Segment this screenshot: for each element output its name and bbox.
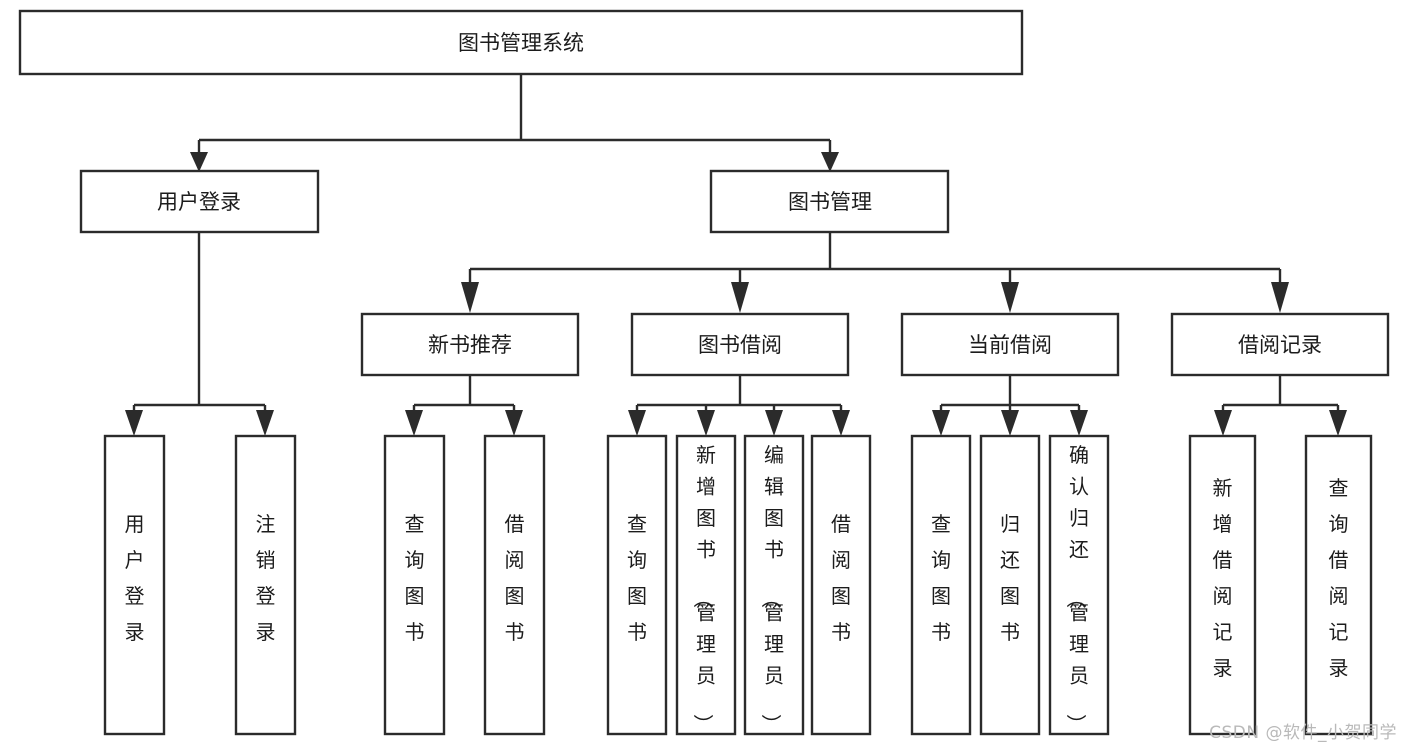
arrow-leaf-br-add <box>1214 410 1232 436</box>
arrow-leaf-bb-edit <box>765 410 783 436</box>
arrow-leaf-logout <box>256 410 274 436</box>
arrow-leaf-nb-borrow <box>505 410 523 436</box>
arrow-to-borrow <box>731 282 749 313</box>
leaf-cb-confirm-return[interactable] <box>1048 434 1110 736</box>
leaf-nb-borrow-book[interactable] <box>483 434 546 736</box>
leaf-cb-query-book-label: 查询图书 <box>931 512 951 644</box>
node-borrow-record[interactable]: 借阅记录 <box>1170 312 1390 377</box>
leaf-user-login-box[interactable] <box>103 434 166 736</box>
node-new-book-recommend[interactable]: 新书推荐 <box>360 312 580 377</box>
arrow-leaf-br-query <box>1329 410 1347 436</box>
leaf-br-add-record[interactable] <box>1188 434 1257 736</box>
leaf-cb-confirm-return-box[interactable] <box>1048 434 1110 736</box>
node-root-box[interactable] <box>18 9 1024 76</box>
node-borrow-record-box[interactable] <box>1170 312 1390 377</box>
leaf-cb-query-book[interactable] <box>910 434 972 736</box>
leaf-label-layer: 用户登录 注销登录 查询图书 借阅图书 查询图书 新增图书（管理员） 编辑图书（管理员） 借阅… <box>125 443 1349 734</box>
node-user-login[interactable]: 用户登录 <box>79 169 320 234</box>
arrow-leaf-cb-confirm <box>1070 410 1088 436</box>
arrow-to-record <box>1271 282 1289 313</box>
leaf-bb-add-book-label: 新增图书（管理员） <box>691 443 716 734</box>
node-user-login-label: 用户登录 <box>157 190 241 214</box>
leaf-bb-borrow-book-box[interactable] <box>810 434 872 736</box>
leaf-logout-label: 注销登录 <box>256 512 276 644</box>
node-new-book-recommend-box[interactable] <box>360 312 580 377</box>
leaf-bb-query-book-label: 查询图书 <box>627 512 647 644</box>
node-book-management-label: 图书管理 <box>788 190 872 214</box>
arrow-leaf-cb-return <box>1001 410 1019 436</box>
leaf-nb-borrow-book-label: 借阅图书 <box>505 512 525 644</box>
arrow-leaf-nb-query <box>405 410 423 436</box>
leaf-bb-add-book[interactable] <box>675 434 737 736</box>
node-current-borrow-box[interactable] <box>900 312 1120 377</box>
node-book-borrow-label: 图书借阅 <box>698 333 782 357</box>
leaf-user-login[interactable] <box>103 434 166 736</box>
leaf-br-add-record-label: 新增借阅记录 <box>1213 476 1233 680</box>
node-current-borrow[interactable]: 当前借阅 <box>900 312 1120 377</box>
arrow-leaf-cb-query <box>932 410 950 436</box>
arrow-leaf-bb-borrow <box>832 410 850 436</box>
leaf-cb-confirm-return-label: 确认归还（管理员） <box>1064 443 1089 734</box>
leaf-bb-edit-book-box[interactable] <box>743 434 805 736</box>
arrow-leaf-user-login <box>125 410 143 436</box>
leaf-bb-borrow-book-label: 借阅图书 <box>831 512 851 644</box>
node-current-borrow-label: 当前借阅 <box>968 333 1052 357</box>
leaf-br-add-record-box[interactable] <box>1188 434 1257 736</box>
leaf-bb-edit-book[interactable] <box>743 434 805 736</box>
arrow-leaf-bb-add <box>697 410 715 436</box>
node-new-book-recommend-label: 新书推荐 <box>428 333 512 357</box>
leaf-nb-borrow-book-box[interactable] <box>483 434 546 736</box>
leaf-bb-add-book-box[interactable] <box>675 434 737 736</box>
leaf-bb-query-book-box[interactable] <box>606 434 668 736</box>
leaf-bb-query-book[interactable] <box>606 434 668 736</box>
arrow-leaf-bb-query <box>628 410 646 436</box>
arrow-to-current <box>1001 282 1019 313</box>
node-borrow-record-label: 借阅记录 <box>1238 333 1322 357</box>
node-book-borrow-box[interactable] <box>630 312 850 377</box>
node-root-label: 图书管理系统 <box>458 31 584 55</box>
leaf-nb-query-book-label: 查询图书 <box>405 512 425 644</box>
connector-layer <box>125 74 1347 436</box>
arrow-to-book-mgmt <box>821 152 839 172</box>
leaf-nb-query-book[interactable] <box>383 434 446 736</box>
leaf-br-query-record-box[interactable] <box>1304 434 1373 736</box>
leaf-bb-borrow-book[interactable] <box>810 434 872 736</box>
leaf-user-login-label: 用户登录 <box>125 512 145 644</box>
leaf-br-query-record[interactable] <box>1304 434 1373 736</box>
node-book-management-box[interactable] <box>709 169 950 234</box>
leaf-cb-return-book[interactable] <box>979 434 1041 736</box>
arrow-to-new-book <box>461 282 479 313</box>
node-book-management[interactable]: 图书管理 <box>709 169 950 234</box>
node-user-login-box[interactable] <box>79 169 320 234</box>
leaf-cb-query-book-box[interactable] <box>910 434 972 736</box>
leaf-cb-return-book-box[interactable] <box>979 434 1041 736</box>
leaf-logout-box[interactable] <box>234 434 297 736</box>
arrow-to-user-login <box>190 152 208 172</box>
csdn-watermark: CSDN @软件_小贺同学 <box>1209 723 1397 743</box>
node-root[interactable]: 图书管理系统 <box>18 9 1024 76</box>
leaf-cb-return-book-label: 归还图书 <box>1000 512 1020 644</box>
leaf-br-query-record-label: 查询借阅记录 <box>1329 476 1349 680</box>
node-book-borrow[interactable]: 图书借阅 <box>630 312 850 377</box>
leaf-logout[interactable] <box>234 434 297 736</box>
leaf-bb-edit-book-label: 编辑图书（管理员） <box>759 443 784 734</box>
leaf-nb-query-book-box[interactable] <box>383 434 446 736</box>
